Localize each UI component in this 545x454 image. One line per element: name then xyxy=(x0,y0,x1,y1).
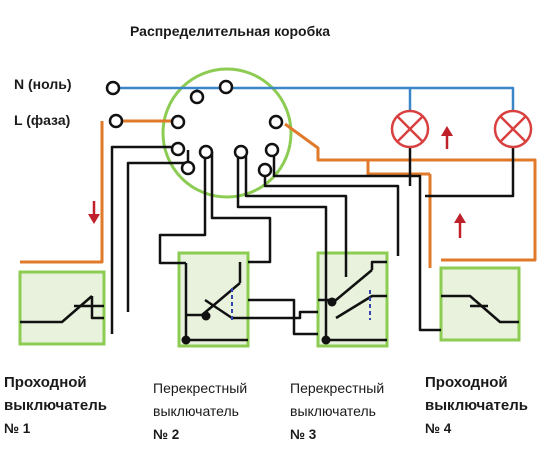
lamp-icon xyxy=(390,109,430,149)
phase-wire xyxy=(20,119,537,268)
switch-caption-line2: выключатель xyxy=(153,403,239,419)
switch-caption-2: Перекрестный выключатель № 2 xyxy=(153,377,247,446)
switch-caption-4: Проходной выключатель № 4 xyxy=(425,371,528,440)
switch-caption-line2: выключатель xyxy=(425,397,528,414)
phase-terminal xyxy=(108,113,124,129)
switch-contacts xyxy=(181,297,337,345)
neutral-terminal xyxy=(105,80,121,96)
switch-caption-number: № 3 xyxy=(290,427,317,442)
switch-wires xyxy=(20,145,519,342)
switch-caption-number: № 1 xyxy=(4,421,31,436)
switch-caption-line1: Проходной xyxy=(4,374,87,391)
lamp-icon xyxy=(493,109,533,149)
arrow-down-icon xyxy=(88,201,100,224)
switch-caption-line1: Перекрестный xyxy=(153,380,248,396)
switch-caption-3: Перекрестный выключатель № 3 xyxy=(290,377,384,446)
arrow-up-icon xyxy=(441,126,453,149)
switch-caption-number: № 2 xyxy=(153,427,180,442)
switch-caption-line1: Перекрестный xyxy=(290,380,385,396)
switch-caption-line1: Проходной xyxy=(425,374,508,391)
neutral-label: N (ноль) xyxy=(14,76,72,92)
switch-box-2 xyxy=(177,251,250,348)
phase-label: L (фаза) xyxy=(14,112,71,128)
switch-bridges xyxy=(231,288,371,322)
switch-caption-number: № 4 xyxy=(425,421,452,436)
switch-caption-line2: выключатель xyxy=(4,397,107,414)
switch-caption-line2: выключатель xyxy=(290,403,376,419)
arrow-up-icon xyxy=(454,213,466,238)
diagram-title: Распределительная коробка xyxy=(130,23,331,39)
switch-box-1 xyxy=(18,270,106,346)
switch-caption-1: Проходной выключатель № 1 xyxy=(4,371,107,440)
junction-terminals xyxy=(170,79,284,178)
